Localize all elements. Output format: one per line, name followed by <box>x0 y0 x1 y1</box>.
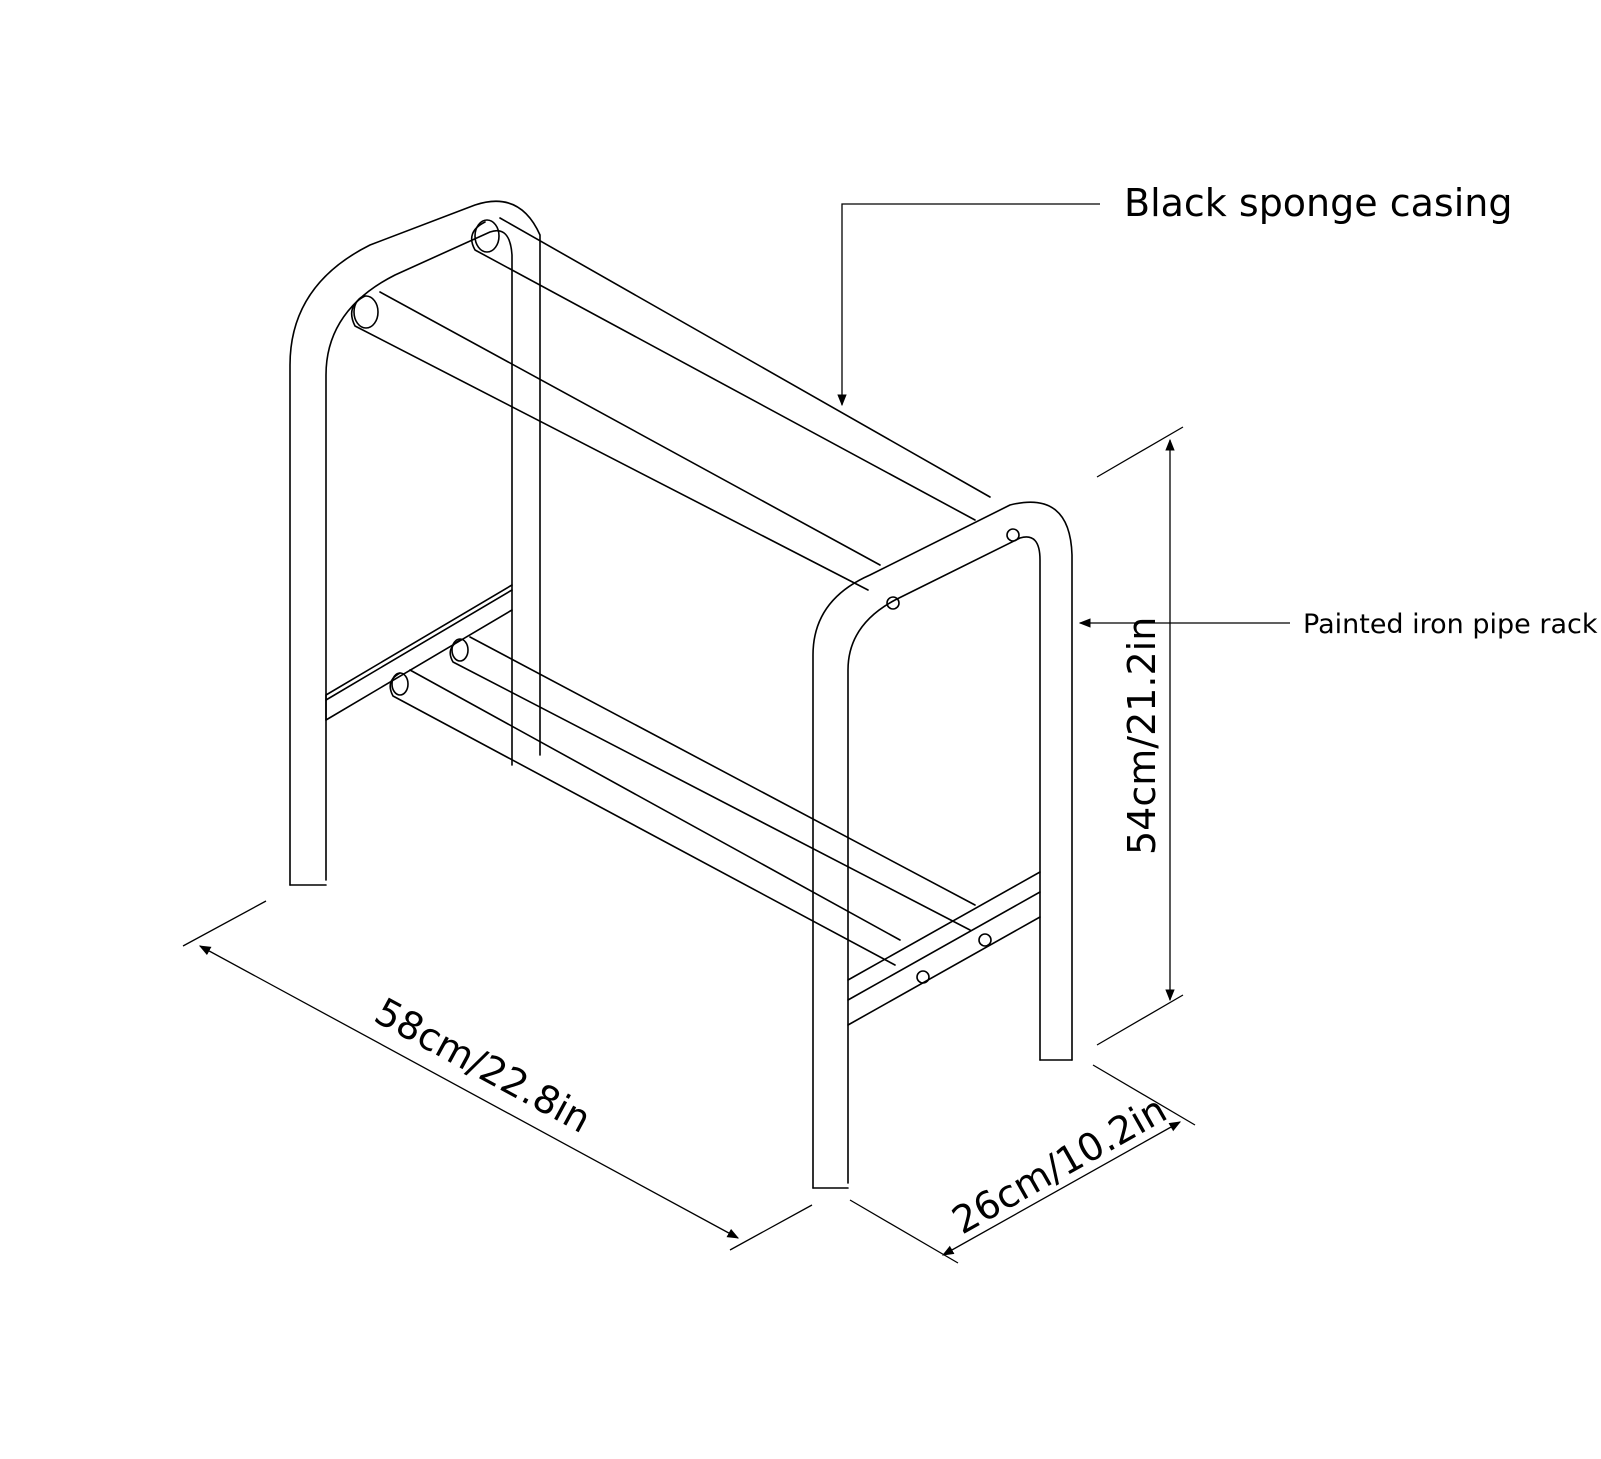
depth-label: 26cm/10.2in <box>945 1087 1174 1243</box>
sponge-pointer <box>837 203 1100 407</box>
top-rail-front <box>350 291 881 591</box>
length-label: 58cm/22.8in <box>368 989 598 1141</box>
top-rail-back <box>470 217 991 521</box>
bottom-rail-front <box>389 669 901 966</box>
length-dimension <box>182 900 813 1251</box>
rack-drawing <box>289 200 1073 1189</box>
front-frame <box>812 501 1073 1189</box>
rack-label: Painted iron pipe rack <box>1303 609 1598 640</box>
height-dimension <box>1096 426 1184 1046</box>
sponge-label: Black sponge casing <box>1124 181 1512 225</box>
height-label: 54cm/21.2in <box>1120 617 1164 855</box>
depth-dimension <box>849 1064 1196 1264</box>
back-frame <box>289 200 541 886</box>
bottom-rail-back <box>449 636 976 931</box>
